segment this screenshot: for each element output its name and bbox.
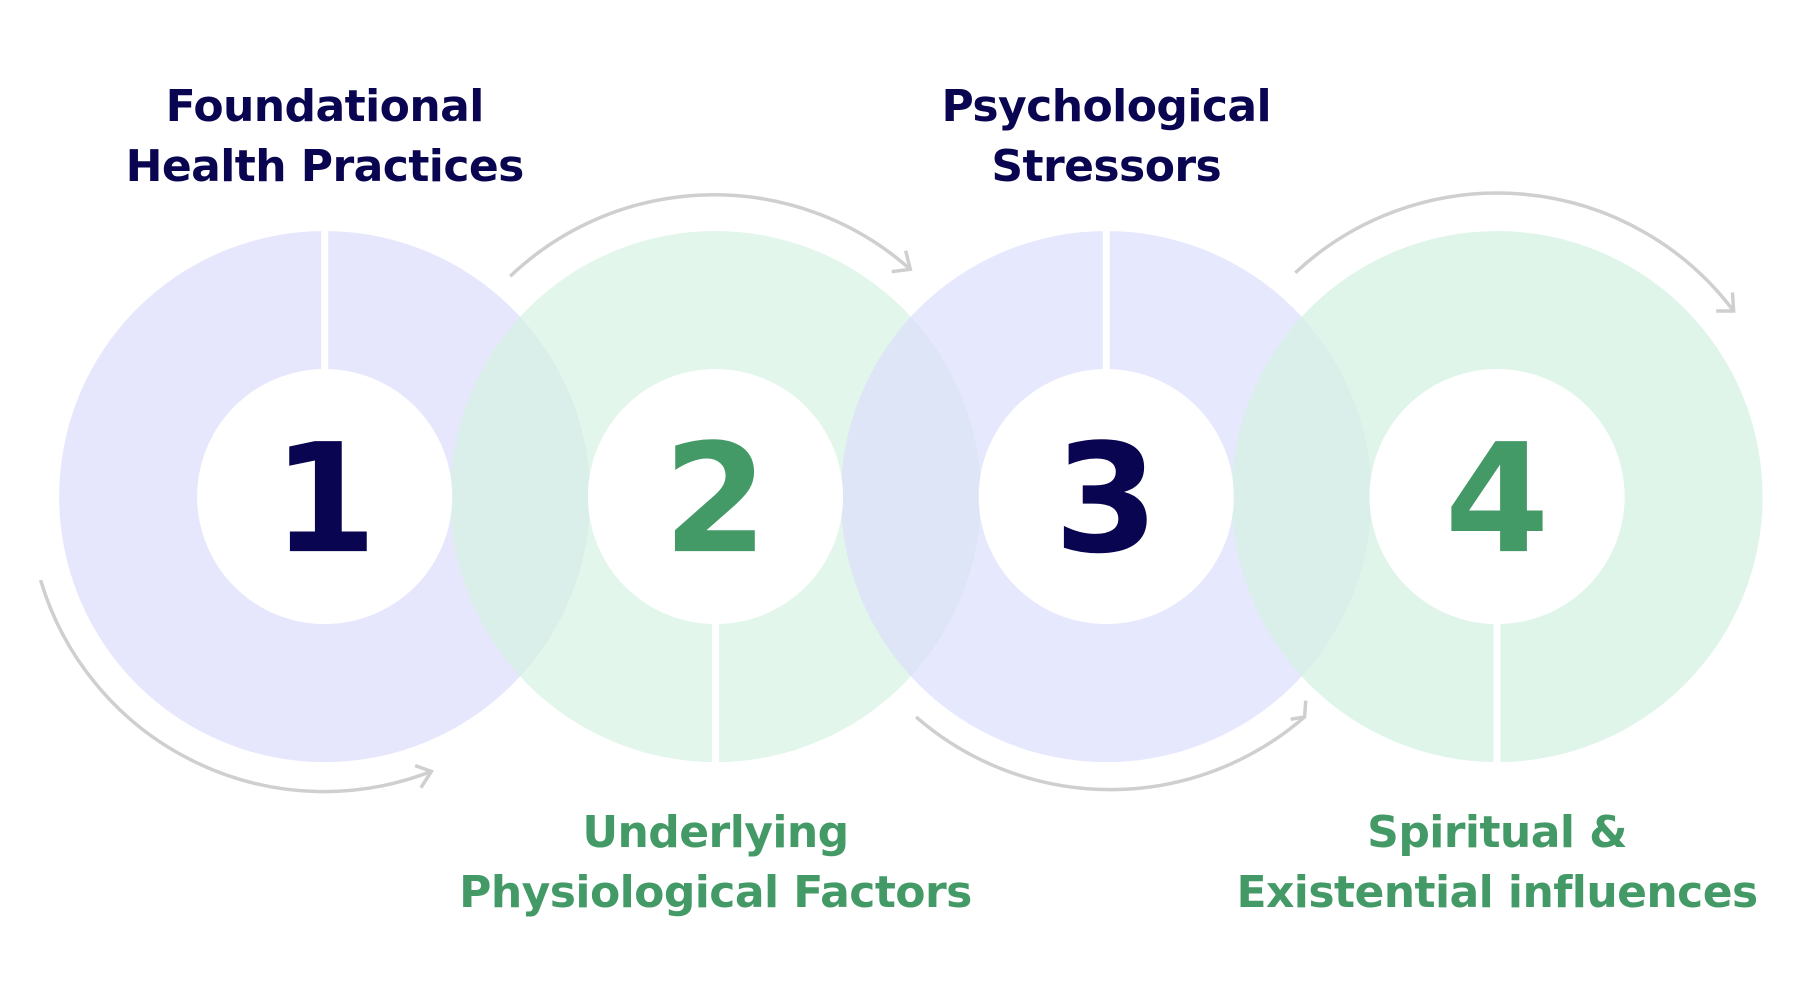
step-3-title-line1: Psychological	[941, 81, 1271, 132]
step-1-number: 1	[272, 411, 377, 587]
step-1-center	[197, 369, 453, 625]
arrow-2-icon	[509, 193, 913, 278]
step-3-center	[978, 369, 1234, 625]
step-2-number: 2	[663, 411, 768, 587]
step-1-title-line2: Health Practices	[126, 141, 524, 192]
step-3-number: 3	[1054, 411, 1159, 587]
step-2-title-line2: Physiological Factors	[459, 867, 972, 918]
step-4-title-line1: Spiritual &	[1367, 807, 1627, 858]
step-4-number: 4	[1445, 411, 1550, 587]
arrow-1-icon	[38, 579, 435, 794]
step-4-title-line2: Existential influences	[1236, 867, 1757, 918]
step-2-center	[587, 369, 844, 625]
step-2-title-line1: Underlying	[582, 807, 848, 858]
arrow-3-icon	[914, 700, 1308, 792]
step-1-title-line1: Foundational	[166, 81, 484, 132]
arrow-4-icon	[1294, 191, 1736, 313]
step-4-center	[1369, 369, 1625, 625]
step-3-title-line2: Stressors	[991, 141, 1221, 192]
